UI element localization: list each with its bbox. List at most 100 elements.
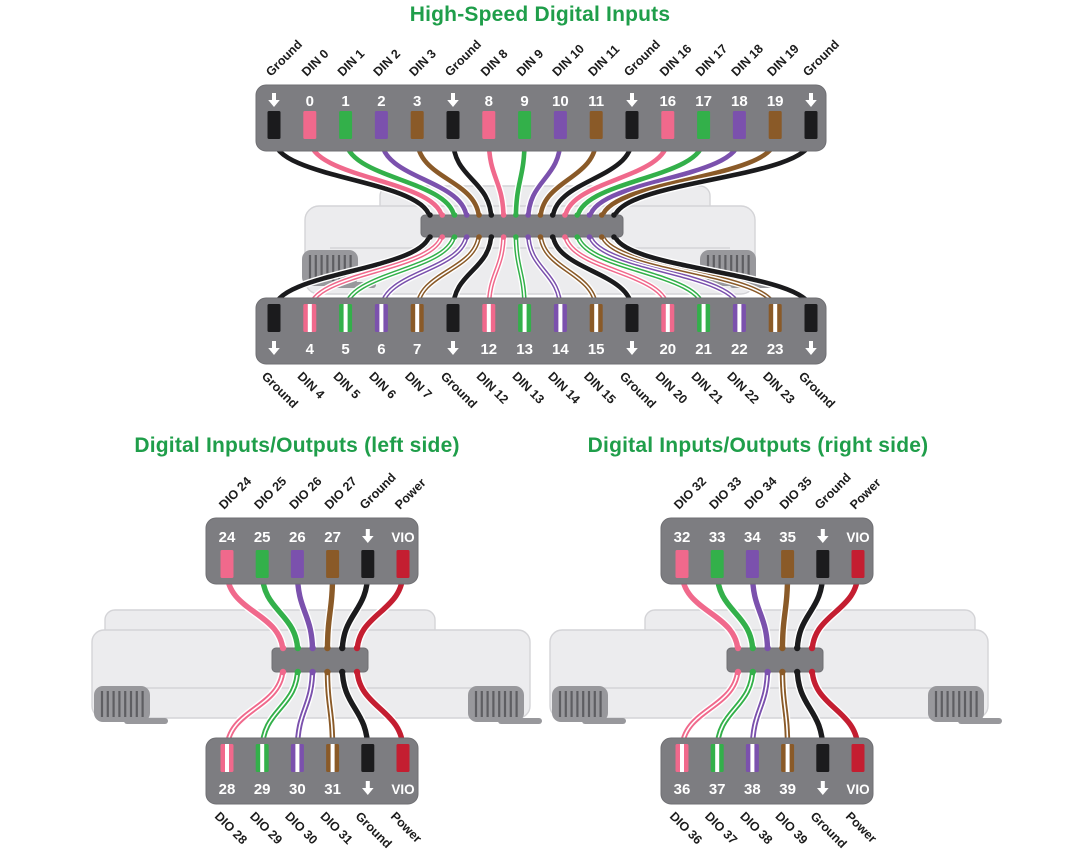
pin-label: DIN 14 — [545, 369, 582, 406]
pin-swatch — [768, 111, 782, 139]
bottom-connector-strip — [205, 737, 419, 805]
pin-label: Ground — [808, 809, 850, 850]
wire-notch — [562, 234, 568, 240]
pin-stripe — [307, 304, 312, 332]
wire-notch — [488, 234, 495, 240]
pin-swatch — [661, 111, 675, 139]
ground-arrow-icon — [362, 781, 374, 795]
pin-number: 26 — [289, 529, 306, 546]
wire-din-1 — [343, 136, 457, 223]
wire-notch — [549, 212, 556, 218]
pin-stripe — [785, 744, 790, 772]
pin-number: 31 — [324, 781, 341, 798]
pin-stripe — [330, 744, 335, 772]
pin-label: DIN 13 — [509, 369, 546, 406]
wire-notch — [779, 668, 786, 676]
pin-number: 5 — [341, 341, 349, 358]
wire-notch — [309, 644, 316, 652]
pin-number: 6 — [377, 341, 385, 358]
pin-label: DIN 1 — [335, 47, 368, 80]
pin-swatch — [339, 111, 353, 139]
pin-label: DIN 5 — [330, 369, 363, 402]
pin-swatch — [732, 111, 746, 139]
wire-notch — [749, 668, 756, 676]
ground-arrow-icon — [626, 93, 638, 107]
pin-number: 18 — [731, 93, 748, 110]
pin-label: DIO 31 — [317, 809, 355, 847]
pin-label: Ground — [442, 37, 484, 79]
pin-label: DIO 30 — [282, 809, 320, 847]
wire-notch — [339, 644, 346, 652]
pin-swatch — [220, 550, 234, 578]
pin-number: 0 — [306, 93, 314, 110]
pin-swatch — [361, 744, 375, 772]
top-connector-strip — [205, 517, 419, 585]
ghost-foot-tail — [498, 718, 542, 724]
pin-label: DIO 36 — [667, 809, 705, 847]
pin-label: DIN 6 — [366, 369, 399, 402]
pin-number: 13 — [516, 341, 533, 358]
pin-swatch — [267, 111, 281, 139]
pin-label: DIN 15 — [581, 369, 618, 406]
wire-ground — [271, 136, 433, 223]
pin-label: Ground — [621, 37, 663, 79]
wire-din-18 — [587, 136, 742, 223]
wire-stripe — [309, 231, 444, 311]
wire-notch — [574, 234, 580, 240]
pin-swatch — [804, 304, 818, 332]
pin-swatch — [553, 111, 567, 139]
pin-label: DIO 27 — [322, 474, 360, 512]
pin-stripe — [379, 304, 384, 332]
wire-din-17 — [574, 136, 706, 223]
wire-notch — [611, 234, 617, 240]
pin-number: 38 — [744, 781, 761, 798]
wire-stripe — [588, 231, 741, 311]
pin-swatch — [396, 550, 410, 578]
pin-label: Ground — [259, 369, 301, 411]
pin-number: 3 — [413, 93, 421, 110]
wire-notch — [464, 212, 470, 218]
wire-notch — [279, 644, 287, 652]
pin-number: 22 — [731, 341, 748, 358]
wire-stripe — [600, 231, 776, 311]
pin-stripe — [773, 304, 778, 332]
pin-label: DIO 29 — [247, 809, 285, 847]
pin-label: DIN 10 — [550, 42, 587, 79]
pin-stripe — [295, 744, 300, 772]
pin-number: VIO — [391, 782, 414, 797]
pin-stripe — [522, 304, 527, 332]
pin-number: 19 — [767, 93, 784, 110]
pin-number: 35 — [779, 529, 796, 546]
pin-swatch — [518, 111, 532, 139]
pin-label: DIO 24 — [216, 474, 254, 512]
pin-swatch — [816, 744, 830, 772]
pin-number: 14 — [552, 341, 569, 358]
pin-label: DIN 3 — [406, 47, 439, 80]
pin-number: 24 — [219, 529, 236, 546]
pin-number: 30 — [289, 781, 306, 798]
top-connector-strip — [660, 517, 874, 585]
wire-notch — [525, 234, 531, 240]
pin-swatch — [267, 304, 281, 332]
wire-notch — [794, 668, 801, 676]
pin-number: 33 — [709, 529, 726, 546]
pin-swatch — [482, 111, 496, 139]
pin-swatch — [410, 111, 424, 139]
pin-label: Ground — [796, 369, 838, 411]
wire-notch — [339, 668, 346, 676]
pin-stripe — [415, 304, 420, 332]
pin-swatch — [290, 550, 304, 578]
wire-notch — [324, 668, 331, 676]
pin-swatch — [816, 550, 830, 578]
wire-notch — [764, 644, 771, 652]
wire-ground — [611, 229, 814, 313]
title-dio-right-side: Digital Inputs/Outputs (right side) — [587, 434, 929, 457]
pin-number: 16 — [659, 93, 676, 110]
pin-number: 10 — [552, 93, 569, 110]
pin-swatch — [361, 550, 375, 578]
pin-label: DIN 19 — [764, 42, 801, 79]
pin-number: 9 — [520, 93, 528, 110]
